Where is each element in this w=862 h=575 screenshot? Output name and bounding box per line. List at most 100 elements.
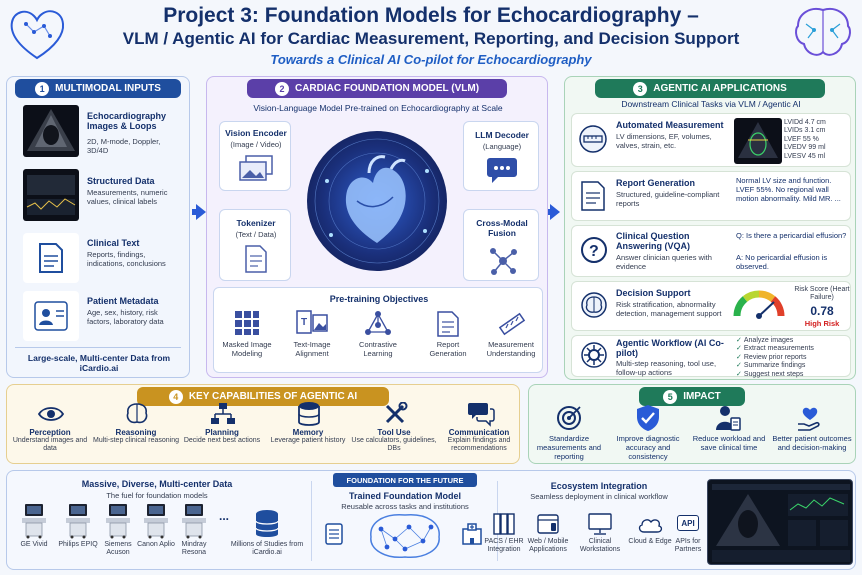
section-title: MULTIMODAL INPUTS — [55, 83, 161, 94]
capability-desc: Decide next best actions — [183, 437, 261, 444]
text-image-icon: T — [296, 310, 328, 341]
contrastive-nodes-icon — [364, 310, 392, 343]
flow-arrow-shaft — [192, 209, 196, 215]
app-title: Automated Measurement — [616, 120, 724, 130]
section-number: 2 — [274, 81, 289, 96]
ecosystem-subtitle: Seamless deployment in clinical workflow — [530, 492, 668, 501]
capability-item: Memory Leverage patient history — [265, 428, 351, 445]
vqa-answer: A: No pericardial effusion is observed. — [736, 253, 828, 271]
capability-item: Planning Decide next best actions — [179, 428, 265, 445]
capability-title: Perception — [29, 428, 71, 437]
database-icon — [297, 401, 321, 432]
input-desc: Reports, findings, indications, conclusi… — [87, 250, 166, 268]
hospital-icon — [461, 523, 483, 550]
check-icon: ✓ — [736, 337, 742, 344]
vqa-question: Q: Is there a pericardial effusion? — [736, 231, 847, 240]
capability-desc: Leverage patient history — [270, 437, 346, 444]
capability-item: Reasoning Multi-step clinical reasoning — [93, 428, 179, 445]
objective-label: Measurement Understanding — [486, 340, 536, 358]
ultrasound-machine-icon — [63, 503, 93, 544]
device-name: Philips EPIQ — [58, 541, 98, 548]
foundation-model-subtitle: Reusable across tasks and institutions — [341, 502, 469, 511]
dashboard-screen-preview — [707, 479, 853, 565]
gear-cycle-icon — [580, 341, 608, 374]
capability-desc: Explain findings and recommendations — [447, 437, 511, 453]
device-name: GE Vivid — [20, 541, 48, 548]
input-title: Patient Metadata — [87, 296, 159, 306]
app-row-measurement: Automated Measurement LV dimensions, EF,… — [571, 113, 851, 167]
input-desc: 2D, M-mode, Doppler, 3D/4D — [87, 137, 161, 155]
agentic-applications-panel: 3 AGENTIC AI APPLICATIONS Downstream Cli… — [564, 76, 856, 380]
svg-text:T: T — [301, 317, 307, 328]
ecosystem-item-label: Web / Mobile Applications — [527, 538, 569, 554]
capability-title: Communication — [448, 428, 510, 437]
app-row-decision: Decision Support Risk stratification, ab… — [571, 281, 851, 331]
app-desc: Risk stratification, abnormality detecti… — [616, 300, 722, 318]
brain-icon — [580, 291, 608, 324]
shield-check-icon — [636, 404, 660, 437]
measurement-value: LVESV 45 ml — [784, 152, 826, 160]
workflow-step: ✓Summarize findings — [736, 362, 848, 370]
impact-label: Standardize measurements and reporting — [536, 434, 602, 461]
model-header: 2 CARDIAC FOUNDATION MODEL (VLM) — [247, 79, 507, 98]
input-title: Structured Data — [87, 176, 155, 186]
cross-modal-fusion-card: Cross-Modal Fusion — [463, 209, 539, 281]
measurement-values-list: LVIDd 4.7 cm LVIDs 3.1 cm LVEF 55 % LVED… — [784, 119, 850, 161]
report-document-icon — [580, 180, 606, 217]
input-desc: Age, sex, history, risk factors, laborat… — [87, 308, 164, 326]
workflow-step-label: Suggest next steps — [743, 370, 804, 378]
input-title: Echocardiography Images & Loops — [87, 111, 167, 131]
measurement-echo-thumbnail — [734, 118, 782, 164]
workflow-steps-list: ✓Analyze images ✓Extract measurements ✓R… — [736, 337, 848, 379]
impact-header: 5 IMPACT — [639, 387, 745, 406]
section-number: 3 — [633, 81, 648, 96]
workflow-step-label: Analyze images — [743, 337, 794, 344]
measurement-value: LVEF 55 % — [784, 135, 819, 143]
workflow-step-label: Summarize findings — [743, 362, 806, 370]
workflow-step-label: Review prior reports — [743, 353, 807, 361]
wrench-icon — [383, 401, 409, 431]
page-subtitle: Towards a Clinical AI Co-pilot for Echoc… — [270, 52, 592, 67]
foundation-model-title: Trained Foundation Model — [349, 491, 461, 501]
device-name: Siemens Acuson — [104, 541, 132, 557]
pacs-server-icon — [493, 513, 515, 540]
ecosystem-item-label: PACS / EHR Integration — [484, 538, 524, 554]
report-document-icon — [436, 310, 460, 343]
heart-hand-icon — [796, 404, 824, 437]
app-row-workflow: Agentic Workflow (AI Co-pilot) Multi-ste… — [571, 335, 851, 379]
workflow-step: ✓Analyze images — [736, 337, 848, 345]
apps-subtitle: Downstream Clinical Tasks via VLM / Agen… — [621, 99, 801, 109]
ecosystem-item-label: Cloud & Edge — [628, 538, 672, 545]
app-row-report: Report Generation Structured, guideline-… — [571, 171, 851, 221]
app-desc: LV dimensions, EF, volumes, valves, stra… — [616, 132, 712, 150]
model-subtitle: Vision-Language Model Pre-trained on Ech… — [253, 103, 503, 113]
impact-label: Better patient outcomes and decision-mak… — [772, 434, 852, 452]
ultrasound-machine-icon — [179, 503, 209, 544]
objective-label: Report Generation — [429, 340, 467, 358]
app-row-vqa: ? Clinical Question Answering (VQA) Answ… — [571, 225, 851, 277]
ecosystem-title: Ecosystem Integration — [550, 481, 648, 491]
foundation-badge: FOUNDATION FOR THE FUTURE — [333, 473, 477, 487]
risk-value: 0.78 — [810, 304, 834, 318]
report-sample-text: Normal LV size and function. LVEF 55%. N… — [736, 176, 841, 203]
clinician-icon — [714, 404, 742, 437]
browser-window-icon — [537, 513, 559, 540]
capability-title: Planning — [205, 428, 239, 437]
measurement-value: LVIDd 4.7 cm — [784, 119, 826, 126]
patient-profile-icon — [23, 291, 79, 341]
measurement-value: LVIDs 3.1 cm — [784, 127, 826, 135]
section-title: KEY CAPABILITIES OF AGENTIC AI — [188, 391, 358, 402]
grid-icon — [234, 310, 260, 341]
capability-item: Communication Explain findings and recom… — [437, 428, 521, 454]
check-icon: ✓ — [736, 370, 742, 378]
inputs-footer — [15, 347, 181, 348]
app-title: Report Generation — [616, 178, 696, 188]
check-icon: ✓ — [736, 345, 742, 353]
device-name: Canon Aplio — [137, 541, 175, 548]
brain-icon — [124, 402, 150, 431]
tokenizer-card: Tokenizer (Text / Data) — [219, 209, 291, 281]
apps-header: 3 AGENTIC AI APPLICATIONS — [595, 79, 825, 98]
section-number: 5 — [663, 389, 678, 404]
svg-text:?: ? — [589, 243, 599, 260]
workflow-step: ✓Extract measurements — [736, 345, 848, 353]
